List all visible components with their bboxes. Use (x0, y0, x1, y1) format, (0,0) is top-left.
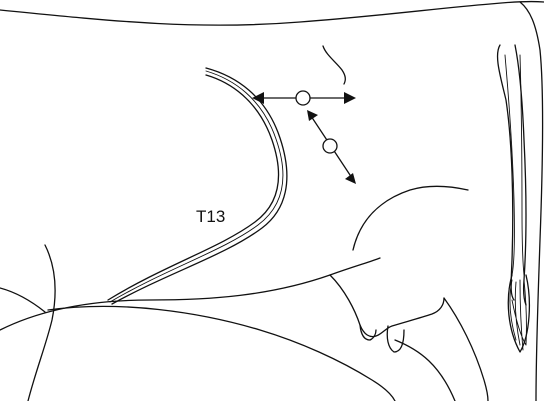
belly-underside (47, 305, 396, 401)
belly-outline (0, 257, 381, 331)
back-outline (0, 0, 544, 26)
teat-front (359, 324, 377, 341)
flank-fold-outline (352, 185, 469, 251)
hip-bone-outline (322, 45, 346, 85)
teat-rear (386, 325, 405, 353)
arrow-head-right (344, 92, 356, 104)
arrow-head-down (345, 173, 356, 184)
arrow-head-up (307, 110, 318, 121)
rib-label: T13 (196, 207, 225, 226)
front-leg-outline (27, 244, 56, 401)
hind-leg-back-outline (394, 339, 456, 401)
site-circle-lower (322, 138, 338, 154)
site-circle-upper (295, 90, 311, 106)
hind-leg-front-outline (443, 297, 489, 401)
tail-tuft-outline (507, 274, 530, 353)
rump-outline (519, 1, 544, 401)
rib-line-inner (111, 67, 288, 305)
udder-outline (329, 274, 445, 338)
injection-site-lower (307, 110, 356, 184)
injection-site-upper (252, 90, 356, 106)
rib-line-center (109, 70, 284, 303)
shoulder-outline (0, 287, 46, 313)
rib-line-outer (107, 74, 280, 301)
tail-inner (504, 54, 525, 276)
tail-tuft (509, 279, 527, 351)
arrow-head-left (252, 92, 264, 104)
